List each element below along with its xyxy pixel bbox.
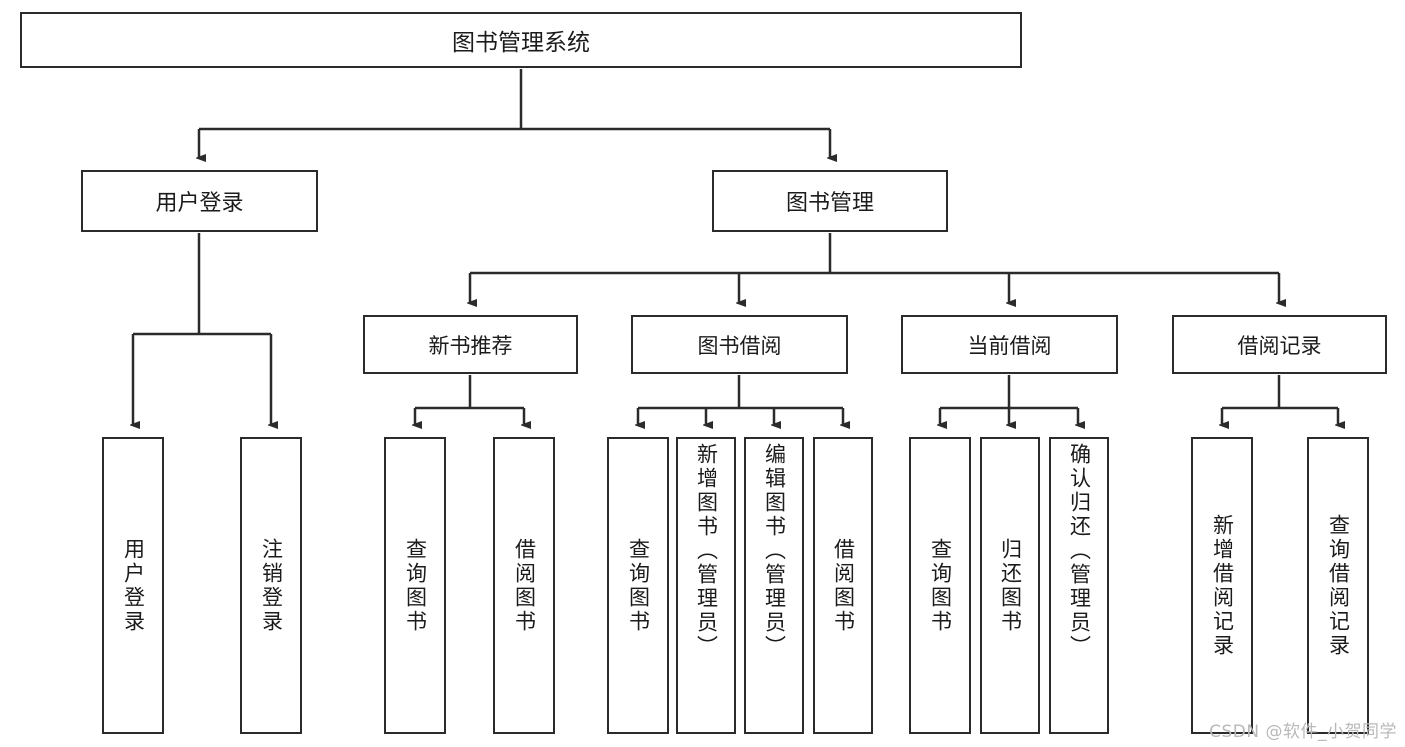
node-book-management[interactable]: 图书管理 (712, 170, 948, 232)
node-book-management-label: 图书管理 (785, 191, 874, 216)
node-leaf-query-book-2-label: 查询图书 (626, 537, 651, 634)
leaf-text-wrap: 查询图书 (609, 439, 667, 732)
leaf-text-wrap: 用户登录 (104, 439, 162, 732)
node-leaf-query-book-1[interactable]: 查询图书 (384, 437, 446, 734)
node-leaf-query-record[interactable]: 查询借阅记录 (1307, 437, 1369, 734)
leaf-text-wrap: 归还图书 (982, 439, 1038, 732)
node-leaf-borrow-book-1-label: 借阅图书 (512, 537, 537, 634)
node-leaf-return-book-label: 归还图书 (998, 537, 1023, 634)
node-leaf-return-book[interactable]: 归还图书 (980, 437, 1040, 734)
node-book-borrow-label: 图书借阅 (697, 333, 782, 358)
node-borrow-record-label: 借阅记录 (1237, 333, 1322, 358)
node-root-label: 图书管理系统 (452, 30, 590, 56)
node-book-borrow[interactable]: 图书借阅 (631, 315, 848, 374)
node-leaf-query-book-2[interactable]: 查询图书 (607, 437, 669, 734)
node-root-book-management-system[interactable]: 图书管理系统 (20, 12, 1022, 68)
node-leaf-query-book-3[interactable]: 查询图书 (909, 437, 971, 734)
node-user-login-label: 用户登录 (155, 191, 244, 216)
node-leaf-confirm-return[interactable]: 确认归还（管理员） (1049, 437, 1109, 734)
node-leaf-edit-book-label: 编辑图书（管理员） (762, 443, 787, 659)
node-leaf-borrow-book-2-label: 借阅图书 (831, 537, 856, 634)
leaf-text-wrap: 编辑图书（管理员） (746, 439, 802, 736)
leaf-text-wrap: 确认归还（管理员） (1051, 439, 1107, 736)
node-leaf-query-record-label: 查询借阅记录 (1326, 513, 1351, 658)
node-leaf-add-record-label: 新增借阅记录 (1210, 513, 1235, 658)
node-leaf-logout-label: 注销登录 (259, 537, 284, 634)
node-borrow-record[interactable]: 借阅记录 (1172, 315, 1387, 374)
node-leaf-add-record[interactable]: 新增借阅记录 (1191, 437, 1253, 734)
node-leaf-user-login-label: 用户登录 (121, 537, 146, 634)
leaf-text-wrap: 查询借阅记录 (1309, 439, 1367, 732)
node-user-login[interactable]: 用户登录 (81, 170, 318, 232)
node-leaf-edit-book[interactable]: 编辑图书（管理员） (744, 437, 804, 734)
leaf-text-wrap: 新增图书（管理员） (678, 439, 734, 736)
node-new-book-recommend-label: 新书推荐 (428, 333, 513, 358)
node-leaf-query-book-1-label: 查询图书 (403, 537, 428, 634)
node-current-borrow[interactable]: 当前借阅 (901, 315, 1118, 374)
leaf-text-wrap: 借阅图书 (815, 439, 871, 732)
leaf-text-wrap: 新增借阅记录 (1193, 439, 1251, 732)
node-leaf-logout[interactable]: 注销登录 (240, 437, 302, 734)
node-new-book-recommend[interactable]: 新书推荐 (363, 315, 578, 374)
leaf-text-wrap: 查询图书 (911, 439, 969, 732)
node-leaf-confirm-return-label: 确认归还（管理员） (1067, 443, 1092, 659)
node-leaf-borrow-book-1[interactable]: 借阅图书 (493, 437, 555, 734)
node-leaf-borrow-book-2[interactable]: 借阅图书 (813, 437, 873, 734)
node-leaf-add-book-label: 新增图书（管理员） (694, 443, 719, 659)
leaf-text-wrap: 注销登录 (242, 439, 300, 732)
watermark-text: CSDN @软件_小贺同学 (1209, 722, 1397, 742)
node-leaf-user-login[interactable]: 用户登录 (102, 437, 164, 734)
node-current-borrow-label: 当前借阅 (967, 333, 1052, 358)
leaf-text-wrap: 借阅图书 (495, 439, 553, 732)
node-leaf-query-book-3-label: 查询图书 (928, 537, 953, 634)
leaf-text-wrap: 查询图书 (386, 439, 444, 732)
node-leaf-add-book[interactable]: 新增图书（管理员） (676, 437, 736, 734)
